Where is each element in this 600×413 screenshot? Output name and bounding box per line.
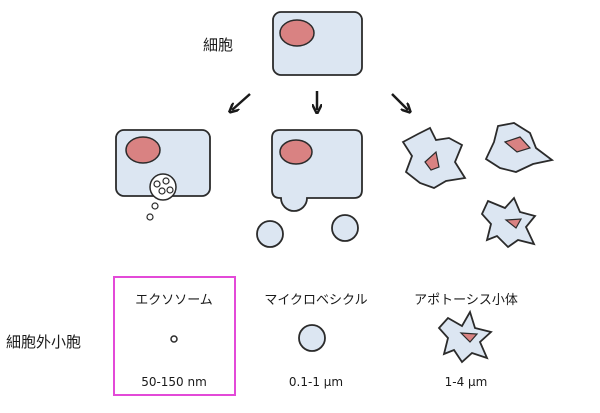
microvesicle-representative xyxy=(298,324,326,352)
microvesicle-budding-cell xyxy=(256,129,363,248)
exosome-cell-nucleus xyxy=(125,136,161,164)
microvesicle-cell-nucleus xyxy=(279,139,313,165)
exosome-releasing-cell xyxy=(115,129,211,221)
apoptotic-body xyxy=(480,196,537,249)
microvesicle-label: マイクロベシクル xyxy=(264,293,368,308)
apoptotic-body xyxy=(401,126,467,189)
arrow-down-right-icon xyxy=(391,93,408,110)
cell-label: 細胞 xyxy=(203,36,234,54)
exosome-representative xyxy=(170,335,178,343)
arrow-down-left-icon xyxy=(232,93,251,110)
apoptotic-body-size: 1-4 μm xyxy=(444,375,488,389)
exosome-size: 50-150 nm xyxy=(141,375,207,389)
apoptotic-body-label: アポトーシス小体 xyxy=(414,293,518,308)
apoptotic-body-representative xyxy=(437,309,493,364)
exosome-label: エクソソーム xyxy=(135,293,213,308)
extracellular-vesicles-label: 細胞外小胞 xyxy=(6,333,82,351)
microvesicle-size: 0.1-1 μm xyxy=(288,375,344,389)
exosome-highlight-box xyxy=(113,276,236,396)
multivesicular-body xyxy=(149,173,177,201)
parent-cell-nucleus xyxy=(279,19,315,47)
released-exosome xyxy=(151,202,159,210)
released-exosome xyxy=(146,213,154,221)
released-microvesicle xyxy=(256,220,284,248)
apoptotic-body xyxy=(484,122,555,173)
parent-cell xyxy=(272,11,363,76)
released-microvesicle xyxy=(331,214,359,242)
